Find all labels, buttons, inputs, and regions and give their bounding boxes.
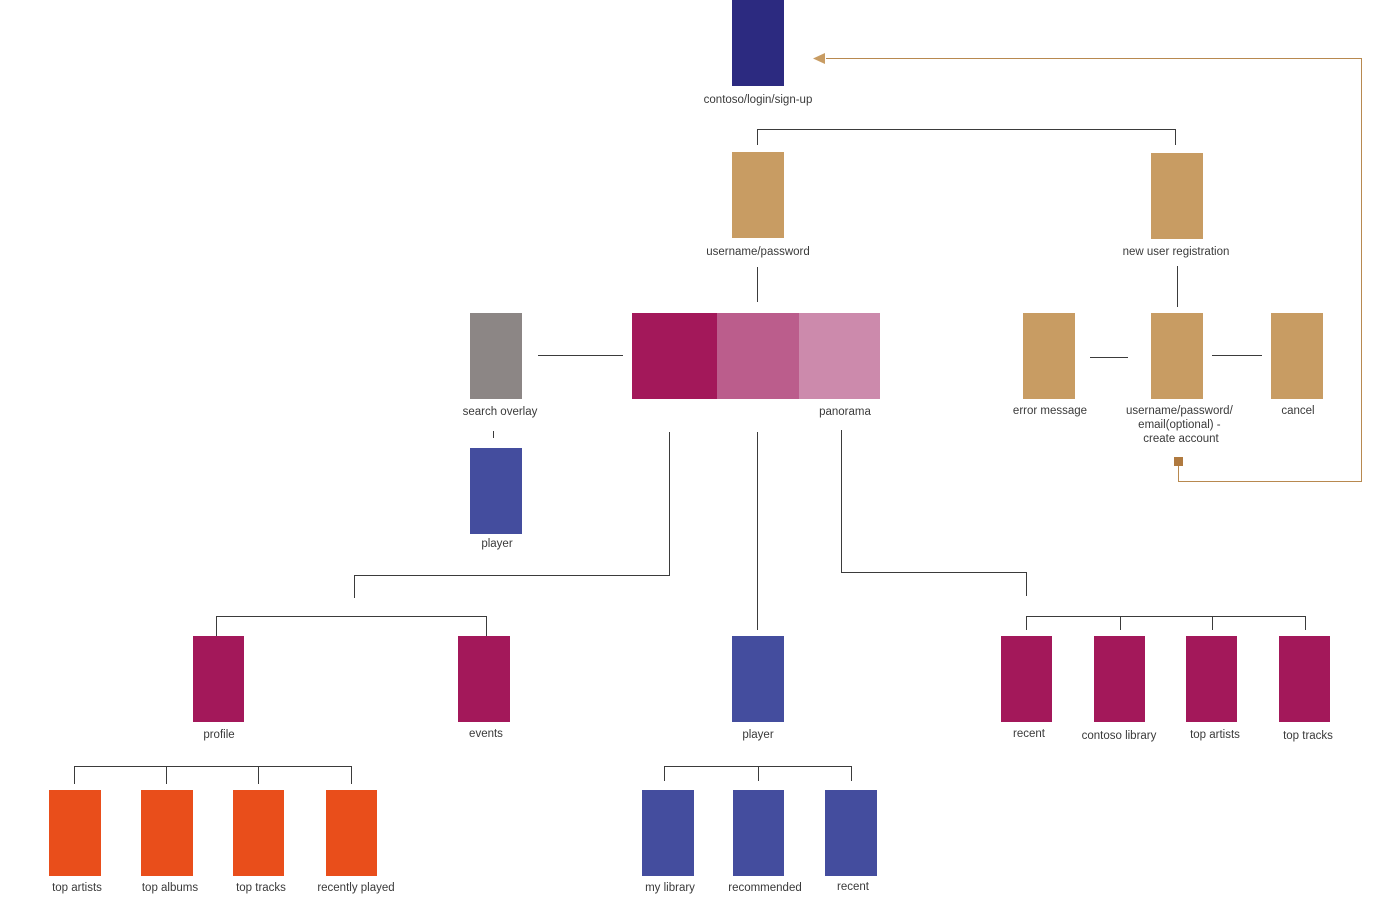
create-account-line-1: username/password/ bbox=[1126, 405, 1234, 417]
node-events[interactable]: events bbox=[458, 636, 510, 740]
node-profile-top-albums-box[interactable] bbox=[141, 790, 193, 876]
node-search-player-label: player bbox=[481, 538, 512, 550]
node-recent[interactable]: recent bbox=[1001, 636, 1052, 740]
node-username-password[interactable]: username/password bbox=[706, 152, 810, 258]
node-new-user-registration[interactable]: new user registration bbox=[1123, 153, 1230, 258]
node-events-label: events bbox=[469, 728, 503, 740]
node-error-message-label: error message bbox=[1013, 405, 1087, 417]
node-error-message-box[interactable] bbox=[1023, 313, 1075, 399]
return-path-line bbox=[826, 58, 1362, 482]
node-panorama-top-tracks[interactable]: top tracks bbox=[1279, 636, 1333, 742]
node-recommended-box[interactable] bbox=[733, 790, 784, 876]
node-create-account[interactable]: username/password/ email(optional) - cre… bbox=[1126, 313, 1236, 445]
node-panorama-top-tracks-label: top tracks bbox=[1283, 730, 1333, 742]
node-new-user-registration-label: new user registration bbox=[1123, 246, 1230, 258]
node-profile-label: profile bbox=[203, 729, 234, 741]
node-contoso-library[interactable]: contoso library bbox=[1082, 636, 1157, 742]
node-username-password-box[interactable] bbox=[732, 152, 784, 238]
connectors bbox=[74, 129, 1306, 784]
node-contoso-library-label: contoso library bbox=[1082, 730, 1157, 742]
node-profile-top-tracks[interactable]: top tracks bbox=[233, 790, 286, 894]
node-profile[interactable]: profile bbox=[193, 636, 244, 741]
node-login-label: contoso/login/sign-up bbox=[704, 94, 813, 106]
node-my-library-label: my library bbox=[645, 882, 695, 894]
create-account-line-2: email(optional) - bbox=[1138, 419, 1221, 431]
node-player-label: player bbox=[742, 729, 773, 741]
node-profile-recently-played[interactable]: recently played bbox=[317, 790, 395, 894]
return-arrow-head-icon bbox=[813, 53, 825, 64]
node-panorama-top-artists[interactable]: top artists bbox=[1186, 636, 1240, 741]
node-events-box[interactable] bbox=[458, 636, 510, 722]
node-panorama[interactable]: panorama bbox=[632, 313, 880, 418]
node-search-overlay-label: search overlay bbox=[463, 406, 538, 418]
node-profile-top-albums[interactable]: top albums bbox=[141, 790, 198, 894]
node-create-account-box[interactable] bbox=[1151, 313, 1203, 399]
node-recent-label: recent bbox=[1013, 728, 1046, 740]
node-cancel[interactable]: cancel bbox=[1271, 313, 1323, 417]
node-cancel-label: cancel bbox=[1281, 405, 1314, 417]
node-search-overlay-box[interactable] bbox=[470, 313, 522, 399]
node-search-player-box[interactable] bbox=[470, 448, 522, 534]
node-login[interactable]: contoso/login/sign-up bbox=[704, 0, 813, 106]
node-cancel-box[interactable] bbox=[1271, 313, 1323, 399]
node-profile-top-artists[interactable]: top artists bbox=[49, 790, 102, 894]
connector-login-branch bbox=[757, 129, 1176, 145]
node-player-recent[interactable]: recent bbox=[825, 790, 877, 893]
node-profile-recently-played-box[interactable] bbox=[326, 790, 377, 876]
node-profile-top-artists-box[interactable] bbox=[49, 790, 101, 876]
node-new-user-registration-box[interactable] bbox=[1151, 153, 1203, 239]
node-profile-top-tracks-box[interactable] bbox=[233, 790, 284, 876]
node-search-overlay[interactable]: search overlay bbox=[463, 313, 538, 418]
node-error-message[interactable]: error message bbox=[1013, 313, 1087, 417]
return-path-start-marker bbox=[1174, 457, 1183, 466]
connector-panorama-right-branch bbox=[841, 430, 1027, 596]
node-login-box[interactable] bbox=[732, 0, 784, 86]
node-panorama-top-artists-box[interactable] bbox=[1186, 636, 1237, 722]
node-my-library[interactable]: my library bbox=[642, 790, 695, 894]
node-player[interactable]: player bbox=[732, 636, 784, 741]
node-profile-top-tracks-label: top tracks bbox=[236, 882, 286, 894]
panorama-panel-2[interactable] bbox=[717, 313, 799, 399]
node-profile-top-albums-label: top albums bbox=[142, 882, 199, 894]
node-my-library-box[interactable] bbox=[642, 790, 694, 876]
node-player-recent-box[interactable] bbox=[825, 790, 877, 876]
node-username-password-label: username/password bbox=[706, 246, 810, 258]
node-recommended[interactable]: recommended bbox=[728, 790, 802, 894]
node-contoso-library-box[interactable] bbox=[1094, 636, 1145, 722]
node-profile-recently-played-label: recently played bbox=[317, 882, 394, 894]
panorama-panel-1[interactable] bbox=[632, 313, 717, 399]
node-panorama-label: panorama bbox=[819, 406, 871, 418]
node-player-box[interactable] bbox=[732, 636, 784, 722]
node-recent-box[interactable] bbox=[1001, 636, 1052, 722]
connector-profile-events bbox=[216, 616, 487, 636]
panorama-panel-3[interactable] bbox=[799, 313, 880, 399]
connector-profile-children bbox=[74, 766, 352, 784]
node-profile-box[interactable] bbox=[193, 636, 244, 722]
connector-right-group bbox=[1026, 616, 1306, 630]
node-panorama-top-tracks-box[interactable] bbox=[1279, 636, 1330, 722]
node-player-recent-label: recent bbox=[837, 881, 870, 893]
node-search-player[interactable]: player bbox=[470, 448, 522, 550]
node-panorama-top-artists-label: top artists bbox=[1190, 729, 1240, 741]
connector-panorama-profile-branch bbox=[354, 432, 670, 598]
return-to-login-path bbox=[813, 53, 1362, 482]
create-account-line-3: create account bbox=[1143, 433, 1219, 445]
node-create-account-label: username/password/ email(optional) - cre… bbox=[1126, 405, 1236, 445]
node-profile-top-artists-label: top artists bbox=[52, 882, 102, 894]
node-recommended-label: recommended bbox=[728, 882, 802, 894]
